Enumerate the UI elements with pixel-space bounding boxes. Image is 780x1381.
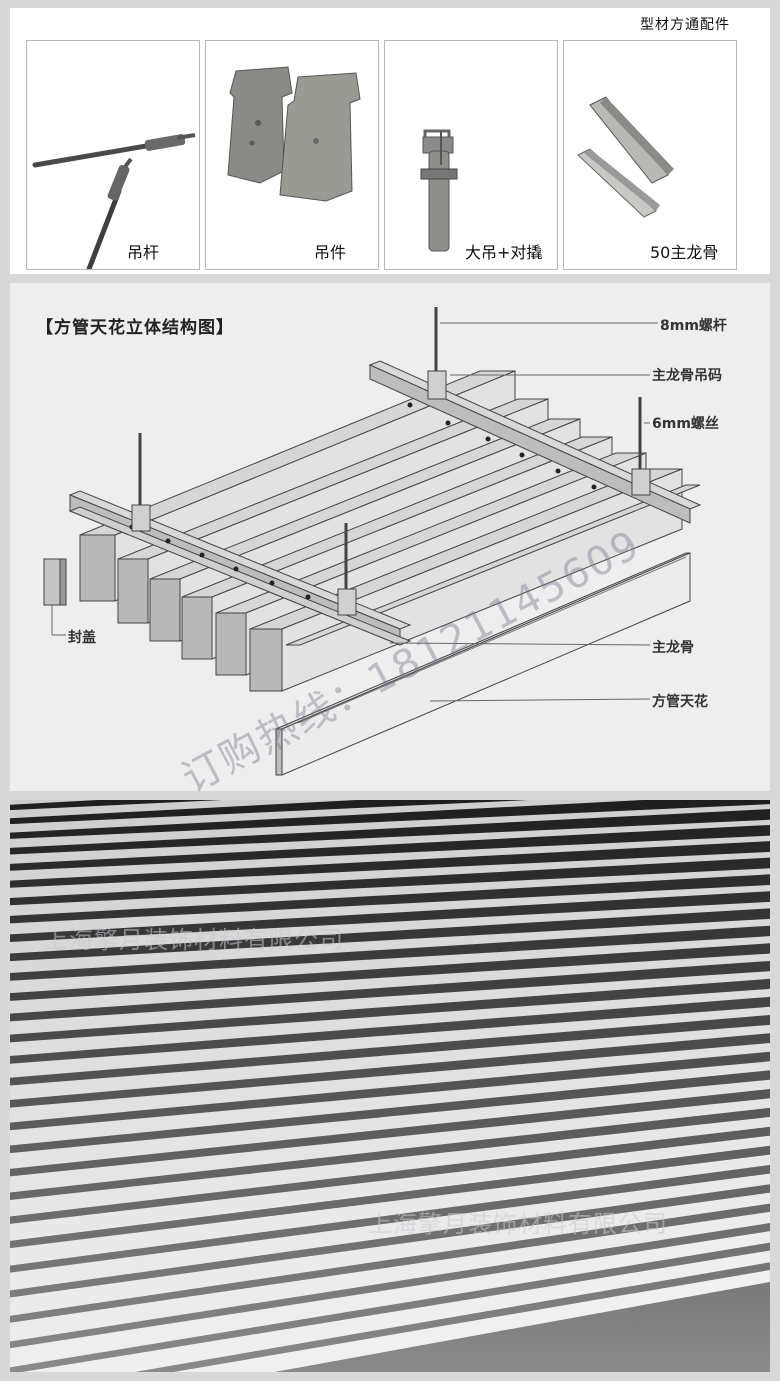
accessory-card-rod: 吊杆 <box>26 40 200 270</box>
ceiling-slat <box>10 1043 770 1123</box>
ceiling-slat <box>10 1006 770 1078</box>
ceiling-slat <box>10 819 770 864</box>
company-watermark-top: 上海擎月装饰材料有限公司 <box>44 926 344 954</box>
diagram-title: 【方管天花立体结构图】 <box>36 318 234 338</box>
ceiling-slat <box>10 851 770 898</box>
hanger-image <box>420 129 458 252</box>
callout-main-keel: 主龙骨 <box>652 640 694 656</box>
ceiling-slat <box>10 804 770 848</box>
ceiling-slat <box>10 936 770 994</box>
ceiling-slat <box>10 918 770 974</box>
company-watermark-bottom: 上海擎月装饰材料有限公司 <box>368 1210 668 1238</box>
ceiling-slat <box>173 1270 770 1372</box>
installed-ceiling-photo: 上海擎月装饰材料有限公司 上海擎月装饰材料有限公司 <box>10 800 770 1372</box>
bracket-image <box>227 66 361 202</box>
ceiling-slat <box>10 1154 770 1266</box>
callout-rod: 8mm螺杆 <box>660 318 727 334</box>
ceiling-slat <box>10 1211 770 1342</box>
callout-screw: 6mm螺丝 <box>652 416 719 432</box>
ceiling-slat <box>10 868 770 916</box>
accessories-panel: 型材方通配件 吊杆 吊件 <box>10 8 770 274</box>
ceiling-slat <box>10 1098 770 1193</box>
ceiling-slat <box>10 884 770 935</box>
accessories-header: 型材方通配件 <box>640 17 730 33</box>
ceiling-slat <box>10 988 770 1056</box>
accessory-card-hanger: 大吊+对撬 <box>384 40 558 270</box>
ceiling-slat <box>10 1079 770 1169</box>
ceiling-slat <box>10 971 770 1035</box>
callout-tube: 方管天花 <box>652 694 708 710</box>
ceiling-slat <box>10 1061 770 1146</box>
ceiling-slat <box>10 1116 770 1217</box>
ceiling-slat <box>10 1231 770 1368</box>
ceiling-slat <box>22 1250 770 1372</box>
accessory-label: 大吊+对撬 <box>465 243 543 262</box>
ceiling-slats-image <box>10 800 770 1372</box>
ceiling-slat <box>10 953 770 1014</box>
ceiling-slat <box>10 800 98 805</box>
ceiling-slat <box>10 835 770 881</box>
accessory-label: 吊件 <box>314 243 347 262</box>
accessory-label: 吊杆 <box>127 243 160 262</box>
callout-cap: 封盖 <box>68 630 96 646</box>
accessory-label: 50主龙骨 <box>650 243 719 262</box>
ceiling-slat <box>10 1173 770 1291</box>
ceiling-slat <box>10 901 770 954</box>
ceiling-slat <box>10 800 357 819</box>
accessory-card-keel: 50主龙骨 <box>563 40 737 270</box>
ceiling-slat <box>10 1192 770 1316</box>
rod-image <box>32 133 196 269</box>
keel-image <box>577 96 674 218</box>
ceiling-slat <box>10 1024 770 1101</box>
ceiling-slat <box>10 1135 770 1241</box>
structure-diagram <box>43 307 702 776</box>
structure-diagram-panel: 【方管天花立体结构图】 <box>10 283 770 802</box>
accessory-card-bracket: 吊件 <box>205 40 379 270</box>
callout-hanger: 主龙骨吊码 <box>652 368 722 384</box>
